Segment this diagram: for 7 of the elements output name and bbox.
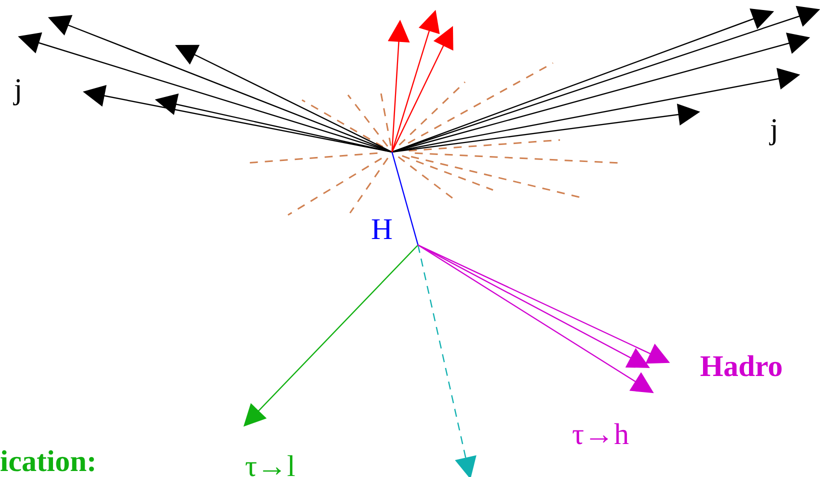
jet-label: j: [770, 115, 778, 145]
decay-label: Hadro: [700, 352, 783, 382]
decay-mode-label: τ→h: [572, 420, 630, 450]
jet-label: j: [14, 75, 22, 105]
heading-text: ication:: [0, 447, 97, 477]
decay-mode-label: τ→l: [245, 452, 296, 477]
higgs-label: H: [371, 215, 393, 245]
